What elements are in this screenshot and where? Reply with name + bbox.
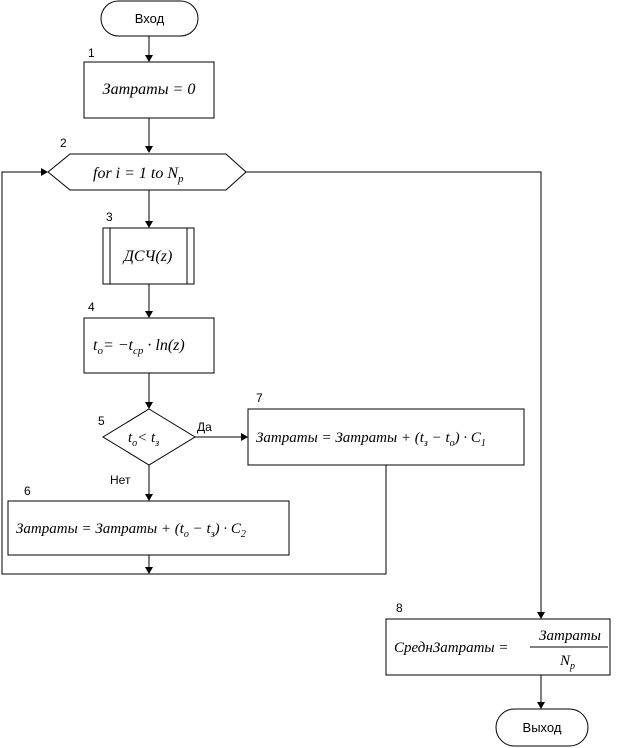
block-number: 4 xyxy=(88,300,95,314)
process-block-4: 4 to= −tcp · ln(z) xyxy=(83,300,215,374)
arrow-head xyxy=(145,221,153,228)
subroutine-block-3: 3 ДСЧ(z) xyxy=(102,210,195,285)
start-label: Вход xyxy=(135,11,165,26)
block-6-text: Затраты = Затраты + (to − tз) · C2 xyxy=(16,521,246,540)
block-7-text: Затраты = Затраты + (tз − to) · C1 xyxy=(256,430,486,449)
yes-label: Да xyxy=(197,420,212,434)
block-number: 1 xyxy=(88,46,95,60)
arrow-head xyxy=(41,168,48,176)
block-8-lhs: СреднЗатраты = xyxy=(394,640,508,656)
arrow-head xyxy=(145,55,153,62)
connector-7-merge xyxy=(149,465,387,575)
process-block-6: 6 Затраты = Затраты + (to − tз) · C2 xyxy=(7,484,290,556)
process-block-7: 7 Затраты = Затраты + (tз − to) · C1 xyxy=(247,391,525,466)
loop-block-2: 2 for i = 1 to Np xyxy=(47,136,247,191)
block-4-text: to= −tcp · ln(z) xyxy=(93,337,185,357)
arrow-head xyxy=(537,612,545,619)
arrow-head xyxy=(241,433,248,441)
process-block-1: 1 Затраты = 0 xyxy=(83,46,215,119)
block-number: 8 xyxy=(396,601,403,615)
start-terminal: Вход xyxy=(100,0,199,37)
end-label: Выход xyxy=(523,720,562,735)
no-label: Нет xyxy=(110,473,131,487)
block-number: 2 xyxy=(60,136,67,150)
block-2-text: for i = 1 to Np xyxy=(93,165,184,185)
arrow-head xyxy=(145,494,153,501)
decision-block-5: 5 to< tз Да Нет xyxy=(98,408,212,487)
loop-exit-line xyxy=(246,171,542,612)
loop-back-line xyxy=(1,171,149,575)
arrow-head xyxy=(145,146,153,153)
block-number: 7 xyxy=(256,391,263,405)
process-block-8: 8 СреднЗатраты = Затраты Np xyxy=(385,601,611,676)
block-number: 5 xyxy=(98,414,105,428)
block-number: 6 xyxy=(24,484,31,498)
block-5-text: to< tз xyxy=(128,430,159,449)
block-3-text: ДСЧ(z) xyxy=(122,248,173,265)
arrow-head xyxy=(145,402,153,409)
end-terminal: Выход xyxy=(495,708,589,747)
arrow-head xyxy=(537,702,545,709)
connectors xyxy=(1,36,545,709)
block-8-denominator: Np xyxy=(559,653,575,672)
block-8-numerator: Затраты xyxy=(539,628,601,644)
arrow-head xyxy=(145,567,153,574)
block-1-text: Затраты = 0 xyxy=(103,81,196,98)
arrow-head xyxy=(145,311,153,318)
block-number: 3 xyxy=(106,210,113,224)
